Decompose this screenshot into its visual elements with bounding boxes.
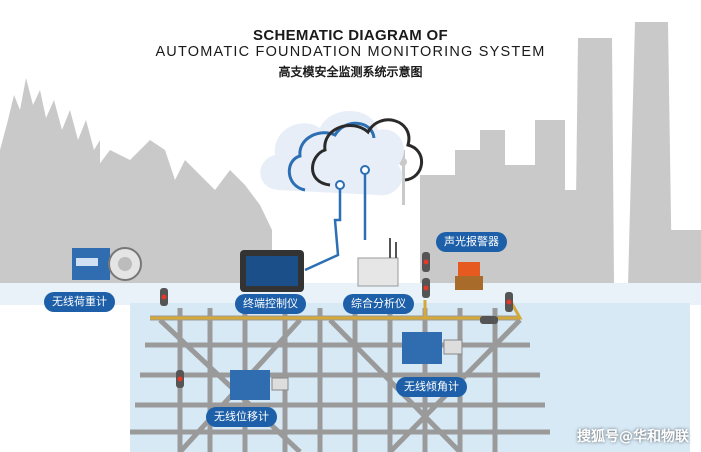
watermark: 搜狐号@华和物联 [577,429,689,445]
label-alarm: 声光报警器 [436,232,507,252]
inclinometer-device [402,332,463,364]
analyzer-device [357,238,430,298]
terminal-device [240,250,304,292]
cloud-icon [260,110,424,196]
label-terminal: 终端控制仪 [235,294,306,314]
label-displacement: 无线位移计 [206,407,277,427]
link-node-icon [360,165,370,175]
displacement-device [176,370,289,400]
load-meter-device [72,247,168,306]
label-inclinometer: 无线倾角计 [396,377,467,397]
diagram-subtitle: AUTOMATIC FOUNDATION MONITORING SYSTEM [155,44,546,60]
diagram-title: SCHEMATIC DIAGRAM OF [253,27,448,44]
label-analyzer: 综合分析仪 [343,294,414,314]
alarm-device [455,262,513,324]
signal-cable [150,299,523,320]
skyline-background [0,22,701,285]
link-node-icon [335,180,345,190]
label-load-meter: 无线荷重计 [44,292,115,312]
network-links [304,170,367,272]
diagram-chinese-title: 高支模安全监测系统示意图 [278,65,423,79]
